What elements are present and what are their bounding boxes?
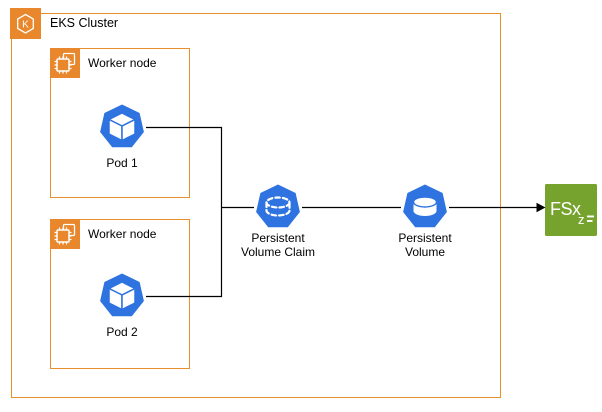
pod-2-label: Pod 2	[106, 325, 138, 339]
fsx-icon-label: FSx	[550, 199, 581, 219]
eks-cluster-box	[11, 13, 501, 398]
pv-label-line1: Persistent	[398, 231, 452, 245]
persistent-volume-icon	[403, 184, 447, 228]
pod-1-label: Pod 1	[106, 156, 138, 170]
worker-node-2-label: Worker node	[88, 227, 157, 241]
eks-cluster-icon: K	[10, 8, 41, 39]
eks-icon-letter: K	[22, 20, 29, 31]
persistent-volume-label: Persistent Volume	[385, 231, 465, 259]
worker-node-1-box	[50, 48, 190, 198]
pod-2-icon	[100, 273, 144, 317]
pvc-label-line2: Volume Claim	[240, 245, 316, 259]
pv-label-line2: Volume	[404, 245, 446, 259]
eks-cluster-title: EKS Cluster	[50, 16, 119, 30]
persistent-volume-claim-label: Persistent Volume Claim	[233, 231, 323, 259]
persistent-volume-claim-icon	[256, 184, 300, 228]
worker-node-1-icon	[50, 48, 80, 78]
pvc-label-line1: Persistent	[251, 231, 305, 245]
worker-node-2-icon	[50, 219, 80, 249]
worker-node-1-label: Worker node	[88, 56, 157, 70]
fsx-icon: FSx z	[545, 184, 597, 236]
pod-1-icon	[100, 104, 144, 148]
fsx-icon-sub-label: z	[578, 212, 585, 227]
